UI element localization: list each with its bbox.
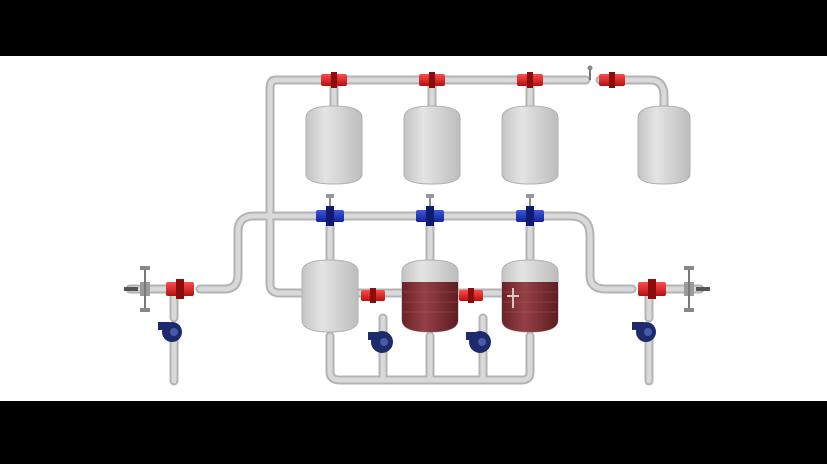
hand-valve-right-icon[interactable] [684,266,710,312]
lower-tank-3-liquid [502,282,558,332]
red-valve-top-2[interactable] [419,72,445,88]
pump-right[interactable] [632,322,656,342]
upper-tank-4 [637,105,691,185]
pump-left[interactable] [158,322,182,342]
red-valve-left-inlet[interactable] [166,279,194,299]
lower-tank-3 [501,259,559,333]
pump-center-2[interactable] [466,331,491,353]
piping-diagram [124,65,710,386]
blue-valve-mid-1[interactable] [316,194,344,226]
red-valve-lower-1[interactable] [361,288,385,303]
level-probe-icon [507,288,519,308]
pipe-network [125,75,705,386]
lower-tank-1 [301,259,359,333]
blue-valve-mid-3[interactable] [516,194,544,226]
red-valve-top-1[interactable] [321,72,347,88]
upper-tank-3 [501,105,559,185]
lower-tank-2 [401,259,459,333]
letterbox-bottom [0,401,827,464]
red-valve-right-inlet[interactable] [638,279,666,299]
pump-center-1[interactable] [368,331,393,353]
red-valve-lower-2[interactable] [459,288,483,303]
letterbox-top [0,0,827,56]
red-valve-top-3[interactable] [517,72,543,88]
red-valve-top-4[interactable] [599,72,625,88]
vent-fitting-icon [587,65,593,80]
lower-tank-2-liquid [402,282,458,332]
diagram-canvas [0,56,827,401]
upper-tank-1 [305,105,363,185]
blue-valve-mid-2[interactable] [416,194,444,226]
hand-valve-left-icon[interactable] [124,266,150,312]
upper-tank-2 [403,105,461,185]
